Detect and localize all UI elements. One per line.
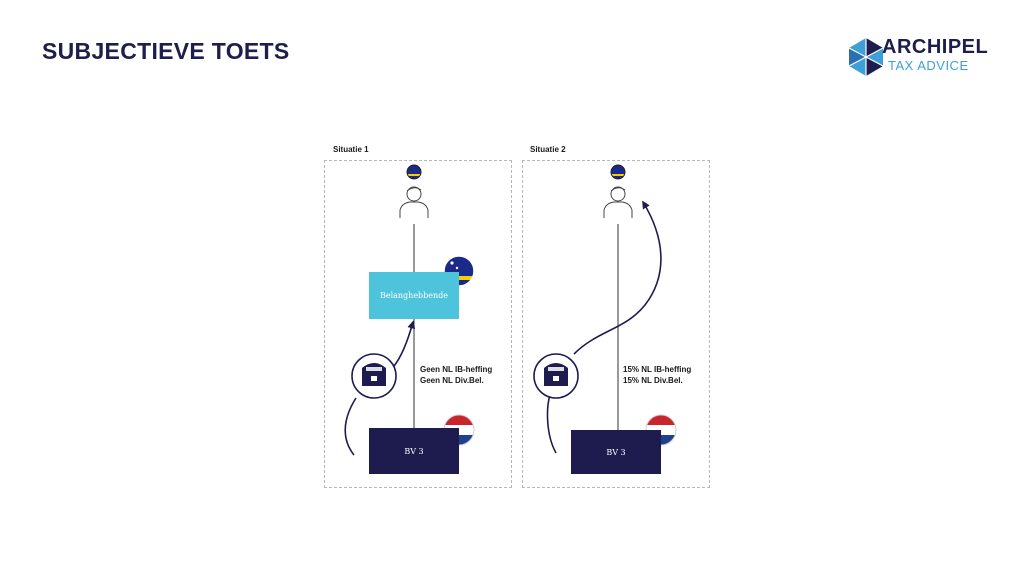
tax-line: 15% NL Div.Bel.: [623, 376, 683, 385]
situatie-2-label: Situatie 2: [530, 145, 566, 154]
netherlands-flag-icon: [444, 415, 474, 445]
tax-line: 15% NL IB-heffing: [623, 365, 692, 374]
archipel-logo-icon: [848, 38, 884, 76]
tax-line: Geen NL IB-heffing: [420, 365, 493, 374]
netherlands-flag-icon: [646, 415, 676, 445]
slide-title: SUBJECTIEVE TOETS: [42, 38, 290, 64]
curacao-flag-icon: [407, 165, 421, 179]
bv3-box: BV 3: [571, 430, 661, 474]
logo-wordmark: ARCHIPEL: [882, 36, 989, 58]
dividend-arrow: [546, 202, 662, 454]
person-icon: [603, 186, 633, 218]
person-icon: [399, 186, 429, 218]
bv3-box: BV 3: [369, 428, 459, 474]
situatie-1-panel: [324, 160, 512, 488]
archipel-logo: ARCHIPEL TAX ADVICE: [846, 36, 996, 78]
logo-tagline: TAX ADVICE: [888, 58, 969, 73]
situatie-2-panel: [522, 160, 710, 488]
tax-note: 15% NL IB-heffing 15% NL Div.Bel.: [623, 364, 691, 386]
situatie-1-label: Situatie 1: [333, 145, 369, 154]
belanghebbende-box: Belanghebbende: [369, 272, 459, 319]
treasure-chest-icon: [351, 353, 397, 399]
dividend-arrow: [344, 322, 413, 456]
tax-note: Geen NL IB-heffing Geen NL Div.Bel.: [420, 364, 492, 386]
tax-line: Geen NL Div.Bel.: [420, 376, 484, 385]
curacao-flag-icon: [611, 165, 625, 179]
treasure-chest-icon: [533, 353, 579, 399]
